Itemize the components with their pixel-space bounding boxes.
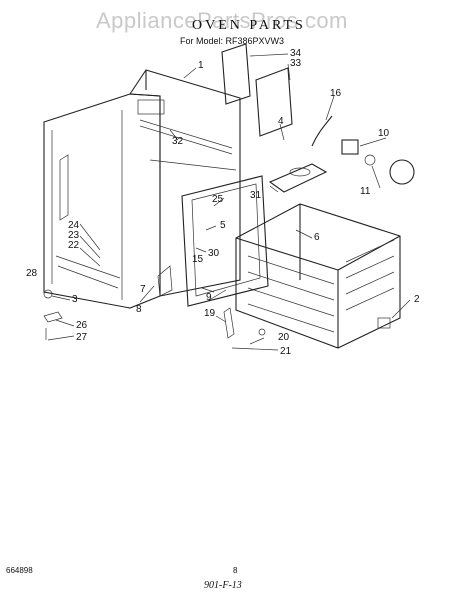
- oven-liner: [235, 203, 401, 349]
- diagram-title: OVEN PARTS: [192, 18, 306, 33]
- callout-33: 33: [290, 58, 302, 69]
- callout-10: 10: [378, 128, 390, 139]
- callout-21: 21: [280, 346, 292, 357]
- callout-32: 32: [172, 136, 184, 147]
- callout-19: 19: [204, 308, 216, 319]
- callout-23: 23: [68, 230, 80, 241]
- callout-28: 28: [26, 268, 38, 279]
- small-hardware: [43, 265, 391, 340]
- callout-7: 7: [140, 284, 146, 295]
- top-brackets: [221, 43, 293, 137]
- callout-27: 27: [76, 332, 88, 343]
- oven-light-assembly: [341, 139, 415, 185]
- callout-22: 22: [68, 240, 80, 251]
- callout-1: 1: [198, 60, 204, 71]
- callout-2: 2: [414, 294, 420, 305]
- watermark: AppliancePartsPros.com: [96, 8, 348, 33]
- callout-15: 15: [192, 254, 204, 265]
- callout-11: 11: [360, 186, 371, 197]
- callout-3: 3: [72, 294, 78, 305]
- handwritten-note: 901-F-13: [204, 580, 242, 591]
- callout-8: 8: [136, 304, 142, 315]
- callout-30: 30: [208, 248, 220, 259]
- page-number: 8: [233, 566, 238, 575]
- callout-34: 34: [290, 48, 302, 59]
- callout-16: 16: [330, 88, 342, 99]
- callout-labels: 1 2 3 4 5 6 7 8 9 10 11 15 16 19 20 21 2…: [26, 48, 420, 357]
- callout-26: 26: [76, 320, 88, 331]
- callout-4: 4: [278, 116, 284, 127]
- callout-25: 25: [212, 194, 224, 205]
- callout-20: 20: [278, 332, 290, 343]
- vent-duct: [268, 163, 328, 193]
- callout-9: 9: [206, 292, 212, 303]
- callout-5: 5: [220, 220, 226, 231]
- model-line: For Model: RF386PXVW3: [180, 36, 285, 46]
- tube-part: [311, 115, 333, 147]
- leader-lines: [47, 53, 411, 351]
- callout-6: 6: [314, 232, 320, 243]
- diagram-code: 664898: [6, 566, 33, 575]
- callout-24: 24: [68, 220, 80, 231]
- door-frame: [181, 175, 269, 307]
- callout-31: 31: [250, 190, 262, 201]
